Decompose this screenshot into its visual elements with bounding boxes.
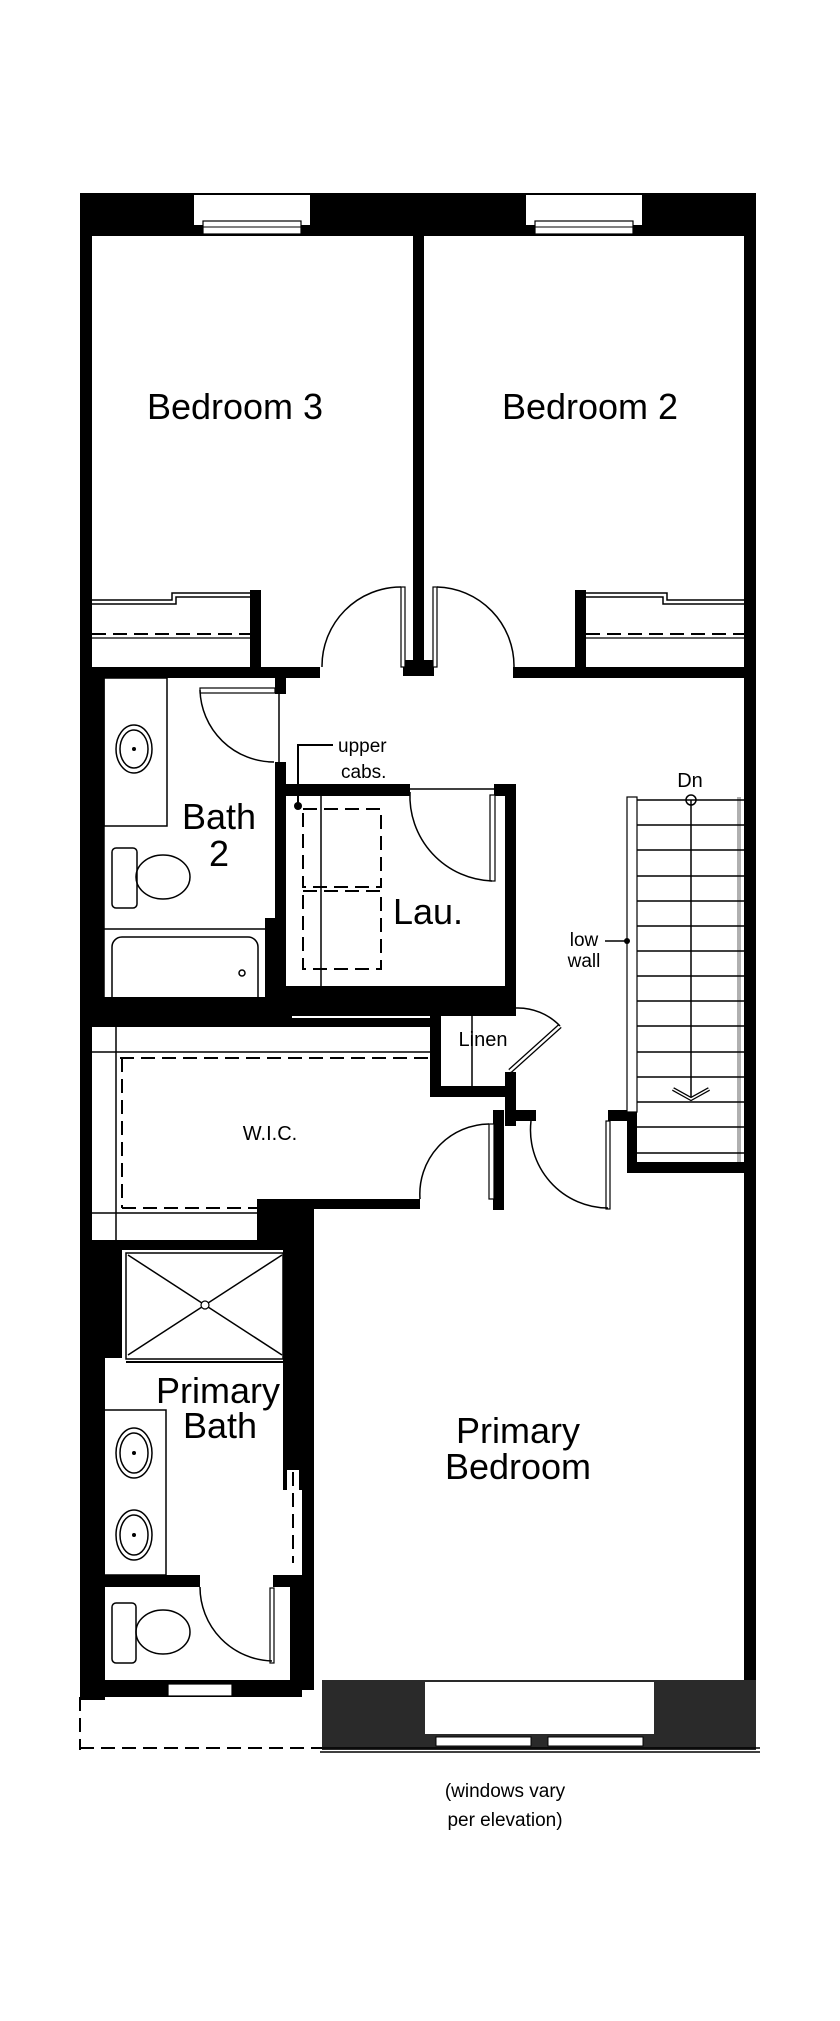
room-label-primary-bedroom-line1: Primary <box>456 1410 580 1451</box>
bedroom-divider-wall <box>413 236 424 668</box>
bath2: Bath 2 <box>92 677 292 1022</box>
linen-closet: Linen <box>430 996 562 1126</box>
staircase[interactable]: Dn low wall <box>567 770 756 1173</box>
bedroom2-door[interactable] <box>432 586 515 668</box>
room-label-bedroom-3: Bedroom 3 <box>147 386 323 427</box>
low-wall-label-line2: wall <box>567 951 601 972</box>
room-label-primary-bath-line1: Primary <box>156 1370 280 1411</box>
stairs-dn-label: Dn <box>677 770 703 792</box>
upper-cabs-label-line1: upper <box>338 736 387 757</box>
front-wall <box>79 1200 760 1753</box>
room-label-bedroom-2: Bedroom 2 <box>502 386 678 427</box>
hall-wall-left <box>92 667 320 678</box>
bedroom2-closet <box>575 590 744 668</box>
windows-note-line1: (windows vary <box>445 1781 566 1802</box>
hall-wall-right <box>513 667 744 678</box>
primary-bath: Primary Bath <box>80 1240 302 1697</box>
room-label-bath2-line2: 2 <box>209 833 229 874</box>
room-label-wic: W.I.C. <box>243 1123 297 1145</box>
wic: W.I.C. <box>92 1018 504 1244</box>
room-label-primary-bedroom-line2: Bedroom <box>445 1446 591 1487</box>
windows-note-line2: per elevation) <box>447 1810 562 1831</box>
bedroom3-closet <box>92 590 261 668</box>
laundry: upper cabs. Lau. <box>286 736 516 1016</box>
room-label-laundry: Lau. <box>393 891 463 932</box>
exterior-walls <box>80 193 756 1700</box>
room-label-bath2-line1: Bath <box>182 796 256 837</box>
primary-bedroom-door[interactable] <box>516 1110 637 1210</box>
low-wall-label-line1: low <box>570 930 599 951</box>
upper-cabs-label-line2: cabs. <box>341 762 386 783</box>
room-label-linen: Linen <box>459 1029 508 1051</box>
bedroom3-door[interactable] <box>321 586 406 668</box>
room-label-primary-bath-line2: Bath <box>183 1405 257 1446</box>
